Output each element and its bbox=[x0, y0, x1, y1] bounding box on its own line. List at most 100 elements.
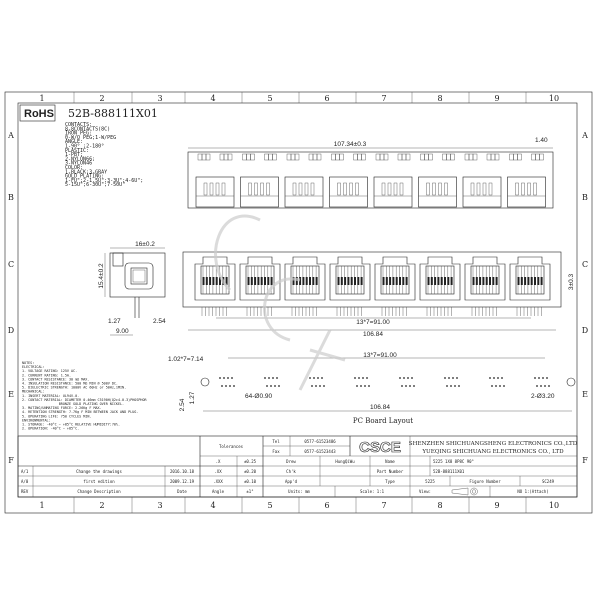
pcb-hole bbox=[219, 377, 221, 379]
port-opening bbox=[515, 265, 545, 295]
contact bbox=[209, 182, 214, 196]
view-label: View: bbox=[419, 489, 431, 494]
dim-pcb-pitch: 13*7=91.00 bbox=[363, 352, 397, 359]
name-label: Name bbox=[385, 459, 395, 464]
revision-code: A/0 bbox=[21, 479, 29, 484]
dim-pcb-row1: 2.54 bbox=[179, 398, 186, 411]
port-top bbox=[373, 176, 413, 208]
column-label-bottom: 3 bbox=[157, 501, 162, 510]
peg-slot bbox=[464, 153, 470, 161]
peg-slot bbox=[335, 153, 340, 161]
peg-slot bbox=[353, 153, 358, 161]
row-label-right: A bbox=[581, 131, 588, 140]
contact-pin bbox=[340, 277, 343, 285]
dim-pcb-length: 106.84 bbox=[370, 404, 390, 411]
column-label-bottom: 7 bbox=[381, 501, 386, 510]
peg-slot bbox=[490, 153, 496, 161]
revision-description: Change the drawings bbox=[76, 469, 122, 474]
figure-number-label: Figure Number bbox=[469, 479, 501, 484]
part-number-label: Part Number bbox=[377, 469, 404, 474]
pcb-hole bbox=[411, 377, 413, 379]
tolerance-key: Angle bbox=[212, 489, 225, 494]
note-line: 2. CONTACT MATERIAL: DIAMETER 0.46mm C51… bbox=[22, 398, 147, 402]
pcb-hole bbox=[448, 377, 450, 379]
contact bbox=[292, 182, 297, 196]
port-opening bbox=[245, 265, 275, 295]
contact-pin bbox=[247, 277, 250, 285]
pcb-hole bbox=[364, 385, 366, 387]
pcb-hole bbox=[407, 377, 409, 379]
projection-symbol-icon bbox=[451, 487, 478, 496]
port-opening bbox=[470, 265, 500, 295]
revision-date: Date bbox=[177, 489, 187, 494]
pcb-hole bbox=[542, 377, 544, 379]
column-label-top: 2 bbox=[99, 94, 104, 103]
note-line: 5. DIELECTRIC STRENGTH: 1000V AC 60Hz or… bbox=[22, 386, 126, 390]
note-line: ELECTRICAL: bbox=[22, 365, 44, 369]
port-top bbox=[240, 176, 279, 208]
note-line: MECHANICAL: bbox=[22, 390, 44, 394]
note-line: 5. OPERATING LIFE: 750 CYCLES MIN. bbox=[22, 414, 91, 418]
contact bbox=[381, 182, 386, 196]
contact bbox=[387, 182, 392, 196]
pcb-hole bbox=[452, 377, 454, 379]
tel-value: 0577-61523486 bbox=[304, 439, 336, 444]
port-top bbox=[507, 176, 546, 208]
company-name-1: SHENZHEN SHICHUANGSHENG ELECTRONICS CO.,… bbox=[409, 441, 578, 447]
pcb-hole bbox=[450, 385, 452, 387]
rohs-box bbox=[19, 104, 56, 122]
part-code-line: 8-8CONTACTS(8C) bbox=[65, 126, 110, 132]
watermark bbox=[214, 214, 346, 391]
peg-slot bbox=[405, 153, 411, 161]
dim-top-length: 107.34±0.3 bbox=[334, 141, 367, 148]
part-code-line: ANGLE: bbox=[65, 139, 83, 145]
contact-pin bbox=[302, 277, 305, 285]
dim-side-pin: 1.27 bbox=[108, 318, 121, 325]
contact-pin bbox=[437, 277, 440, 285]
note-line: 2. OPERATION: -40°C ~ +85°C. bbox=[22, 427, 79, 431]
pcb-hole bbox=[540, 385, 542, 387]
column-label-top: 9 bbox=[494, 94, 499, 103]
contact-pin bbox=[357, 277, 360, 285]
tolerance-value: ±0.25 bbox=[244, 459, 257, 464]
column-label-top: 3 bbox=[157, 94, 162, 103]
contact-pin bbox=[482, 277, 485, 285]
peg-slot bbox=[308, 153, 314, 161]
contact-pin bbox=[485, 277, 488, 285]
contact bbox=[221, 182, 226, 196]
dim-front-pitch: 13*7=91.00 bbox=[356, 319, 390, 326]
contact bbox=[343, 182, 347, 196]
row-label-right: C bbox=[582, 260, 588, 269]
scale-label: Scale: 1:1 bbox=[360, 489, 385, 494]
peg-slot bbox=[316, 153, 322, 161]
note-line: 4. RETENTION STRENGTH: 7.7Kg F MIN BETWE… bbox=[22, 410, 138, 414]
part-number-code: 52B-888111X01 bbox=[68, 107, 158, 120]
dim-front-height: 3±0.3 bbox=[568, 274, 575, 291]
pcb-hole bbox=[493, 377, 495, 379]
contact bbox=[533, 182, 537, 196]
row-label-left: E bbox=[8, 390, 14, 399]
contact-pin bbox=[337, 277, 340, 285]
notes-block: NOTES:ELECTRICAL:1. VOLTAGE RATING: 125V… bbox=[22, 361, 147, 431]
figure-number-value: SC249 bbox=[542, 479, 555, 484]
pcb-hole bbox=[368, 385, 370, 387]
pcb-hole bbox=[405, 385, 407, 387]
column-label-bottom: 1 bbox=[39, 501, 44, 510]
side-view bbox=[104, 247, 166, 336]
row-label-left: D bbox=[8, 326, 14, 335]
peg-slot bbox=[383, 153, 389, 161]
pcb-hole bbox=[317, 377, 319, 379]
contact bbox=[355, 182, 359, 196]
column-label-top: 10 bbox=[549, 94, 559, 103]
peg-slot bbox=[494, 153, 500, 161]
revision-code: REV bbox=[21, 489, 29, 494]
note-line: 1. INSERT MATERIAL: UL94V-0. bbox=[22, 394, 79, 398]
note-line: 3. MATING/UNMATING FORCE: 2.26Kg F MAX. bbox=[22, 406, 102, 410]
pcb-hole bbox=[499, 385, 501, 387]
contact bbox=[476, 182, 481, 196]
pcb-hole bbox=[413, 385, 415, 387]
contact-pin bbox=[344, 277, 347, 285]
part-code-line: IRON PEG: bbox=[65, 131, 92, 137]
peg-slot bbox=[428, 153, 433, 161]
